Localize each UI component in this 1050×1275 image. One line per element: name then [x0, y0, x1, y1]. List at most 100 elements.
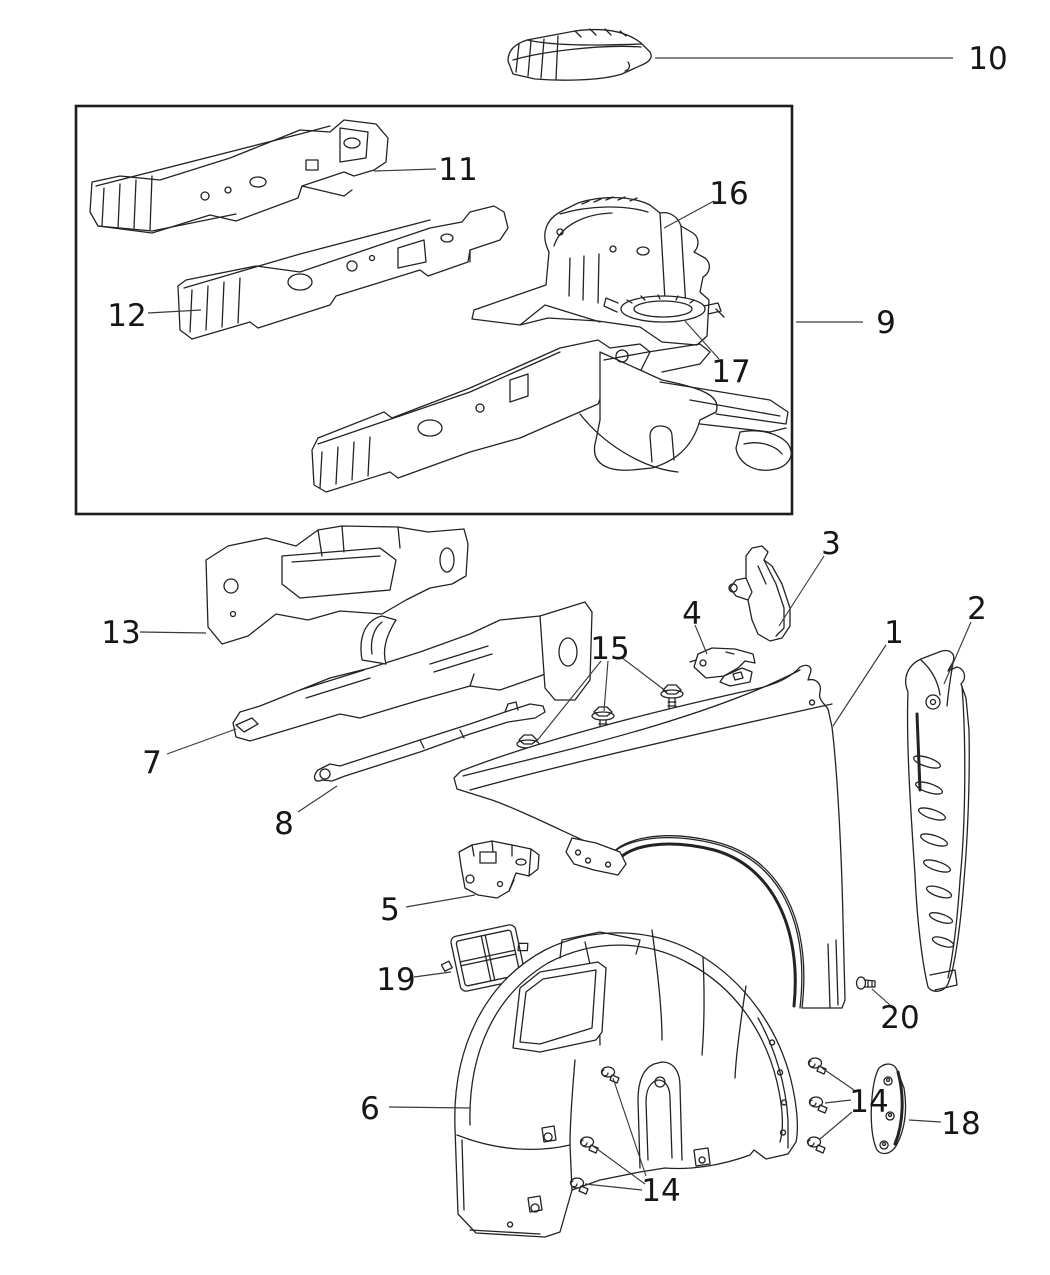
part-11-rail	[89, 119, 389, 234]
part-13-hole-2	[229, 610, 237, 618]
callout-14-right: 14	[849, 1084, 888, 1120]
part-5-slot	[515, 858, 527, 866]
leader-12	[147, 309, 202, 314]
screw-20-head	[855, 976, 867, 990]
callout-16: 16	[709, 176, 748, 212]
part-16-details	[519, 196, 687, 326]
callout-11: 11	[438, 152, 477, 188]
callout-10: 10	[968, 41, 1007, 77]
callout-8: 8	[274, 806, 294, 842]
part-4-outline	[693, 647, 756, 679]
callout-labels: 10 9 11 12 16 17 13 7 8 15 4 3 1 2 5 19 …	[101, 41, 1007, 1209]
vent-slot	[919, 833, 949, 847]
part-12-slot	[440, 233, 454, 243]
part-11-hole	[200, 191, 210, 201]
part-1-rear-edge	[808, 699, 839, 1009]
leader-3	[778, 555, 825, 627]
part-17-outer	[620, 295, 706, 323]
vent-slot	[917, 807, 947, 821]
part-17-details	[603, 294, 725, 318]
part-6-wheelhouse-liner	[454, 929, 798, 1238]
part-11-slot-2	[343, 137, 361, 149]
part-12-hole	[287, 273, 313, 291]
part-2-outline	[905, 649, 970, 992]
part-13-hole	[223, 578, 239, 594]
pin-stem	[601, 1069, 620, 1084]
screw-20	[855, 976, 876, 990]
part-18-outline	[870, 1063, 907, 1155]
part-6-strut-hole	[654, 1076, 666, 1088]
part-5-hole	[465, 874, 475, 884]
pin-stem	[570, 1180, 589, 1195]
push-pin-14-e	[808, 1096, 828, 1114]
wheelhouse-rear-outline	[594, 351, 718, 471]
callout-13: 13	[101, 615, 140, 651]
part-12-hole-3	[368, 254, 376, 262]
part-2-vent-slots	[912, 755, 955, 948]
leader-17	[684, 320, 720, 360]
vent-slot	[931, 936, 955, 948]
callout-2: 2	[967, 591, 987, 627]
callout-7: 7	[142, 745, 162, 781]
part-10-details	[512, 28, 642, 80]
part-12-rail	[177, 205, 509, 340]
leader-6	[388, 1106, 471, 1109]
part-16-hole	[556, 228, 564, 236]
pin-stem	[807, 1139, 826, 1154]
part-3-details	[728, 559, 785, 637]
leader-16	[663, 200, 715, 229]
callout-5: 5	[380, 892, 400, 928]
part-18-edge	[893, 1070, 904, 1146]
part-12-hole-2	[346, 260, 358, 272]
part-2-shield	[905, 649, 970, 992]
part-19-grid-lines	[459, 934, 517, 982]
pin-stem	[809, 1099, 828, 1114]
leader-14-right	[819, 1067, 855, 1140]
part-2-grommet	[925, 694, 941, 710]
callout-12: 12	[107, 298, 146, 334]
part-6-mount-ears	[506, 1125, 711, 1228]
leader-14-left	[584, 1077, 647, 1191]
part-13-panel	[205, 525, 469, 645]
part-13-outline	[205, 525, 469, 645]
lower-rail-hole	[417, 419, 443, 437]
part-1-arch-flange	[618, 842, 797, 1008]
callout-18: 18	[941, 1106, 980, 1142]
lower-rail-outline	[311, 339, 651, 493]
callout-6: 6	[360, 1091, 380, 1127]
part-8-hole	[319, 768, 331, 780]
part-8-strip	[313, 701, 546, 782]
part-17-ring	[603, 294, 725, 323]
leader-8	[297, 785, 338, 813]
screw-20-shaft	[864, 979, 876, 988]
part-13-details	[281, 525, 401, 599]
callout-1: 1	[884, 615, 904, 651]
part-17-inner	[633, 300, 693, 318]
leader-1	[832, 644, 887, 727]
part-10-cover	[507, 28, 652, 81]
part-6-right-flange	[757, 1017, 789, 1149]
part-7-rail-assembly	[232, 601, 593, 742]
callout-9: 9	[876, 305, 896, 341]
push-pin-14-f	[806, 1136, 826, 1154]
push-pin-14-c	[569, 1177, 589, 1195]
splash-lobe-detail	[743, 442, 783, 455]
lower-rail-hole-2	[475, 403, 485, 413]
part-8-outline	[313, 703, 546, 782]
part-4-bracket	[689, 647, 756, 687]
part-16-wheelhouse-front	[471, 196, 710, 346]
part-5-hole-2	[496, 880, 504, 888]
part-2-details	[920, 659, 966, 991]
part-5-bracket	[458, 840, 540, 899]
vent-slot	[922, 859, 952, 873]
splash-lobe-outline	[735, 430, 792, 471]
part-7-end-panel	[539, 601, 593, 701]
leader-7	[166, 728, 237, 755]
lower-rail-details	[317, 351, 561, 489]
part-16-hole-2	[609, 245, 617, 253]
part-8-details	[419, 701, 519, 749]
part-7-strap	[360, 615, 397, 665]
part-6-top-frame-inner	[519, 931, 641, 1045]
